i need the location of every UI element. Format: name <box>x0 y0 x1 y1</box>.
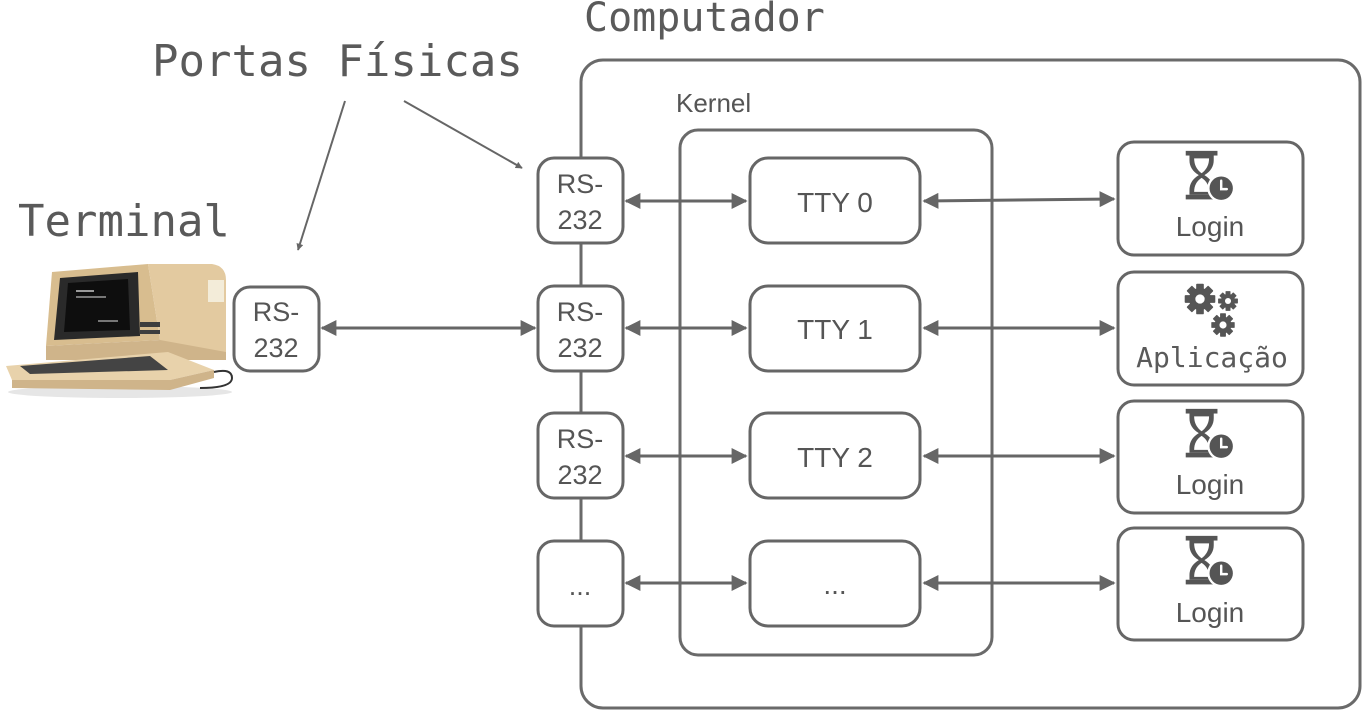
kernel-label: Kernel <box>676 88 751 118</box>
computer-label: Computador <box>584 0 825 41</box>
physical-port: RS- 232 <box>536 156 625 245</box>
ports-pointer-arrow <box>403 100 523 169</box>
tty-label: TTY 1 <box>797 314 873 345</box>
computer-frame <box>579 58 1362 710</box>
physical-port: ... <box>536 539 625 628</box>
port-label-line1: ... <box>569 571 592 601</box>
port-label-line1: RS- <box>253 297 300 327</box>
process-label: Login <box>1176 469 1245 500</box>
process-box: Login <box>1116 399 1305 515</box>
port-label-line2: 232 <box>557 460 602 490</box>
tty-label: TTY 2 <box>797 442 873 473</box>
port-label-line1: RS- <box>557 297 604 327</box>
tty-label: TTY 0 <box>797 187 873 218</box>
physical-port: RS- 232 <box>536 411 625 500</box>
tty-box: TTY 2 <box>748 411 922 500</box>
kernel-frame <box>678 128 994 657</box>
process-box: Login <box>1116 526 1305 642</box>
port-label-line2: 232 <box>557 205 602 235</box>
port-label-line1: RS- <box>557 169 604 199</box>
process-box: Login <box>1116 140 1305 257</box>
process-box: Aplicação <box>1116 270 1305 387</box>
process-label: Login <box>1176 211 1245 242</box>
tty-box: TTY 1 <box>748 284 922 373</box>
ports-pointer-arrow <box>296 100 346 251</box>
process-label: Aplicação <box>1136 341 1288 374</box>
terminal-rs232-port: RS- 232 <box>232 285 321 373</box>
port-label-line2: 232 <box>557 333 602 363</box>
terminal-computer-image <box>6 264 234 398</box>
tty-process-arrow <box>922 191 1116 209</box>
process-label: Login <box>1176 597 1245 628</box>
physical-ports-label: Portas Físicas <box>152 36 523 87</box>
tty-box: ... <box>748 539 922 628</box>
physical-port: RS- 232 <box>536 284 625 373</box>
tty-box: TTY 0 <box>748 156 922 245</box>
terminal-label: Terminal <box>18 196 230 247</box>
port-label-line2: 232 <box>253 333 298 363</box>
tty-label: ... <box>823 569 846 600</box>
port-label-line1: RS- <box>557 424 604 454</box>
